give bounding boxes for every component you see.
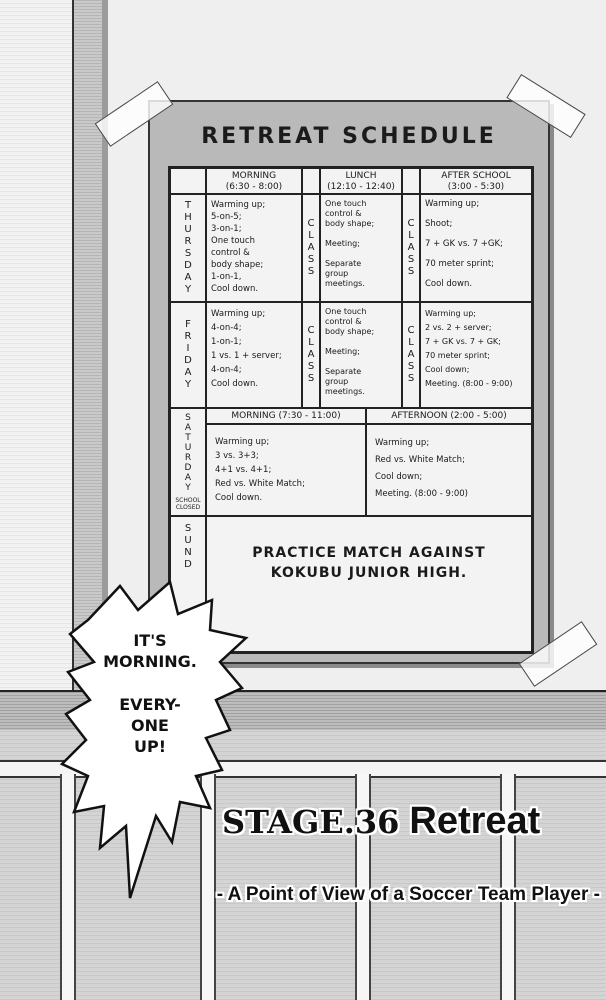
- thursday-afterschool: Warming up; Shoot; 7 + GK vs. 7 +GK; 70 …: [420, 194, 532, 302]
- post: [60, 774, 76, 1000]
- header-class-gap: [302, 168, 320, 194]
- pillar-shadow: [102, 0, 108, 700]
- saturday-afternoon-header: AFTERNOON (2:00 - 5:00): [366, 408, 532, 424]
- header-lunch: LUNCH (12:10 - 12:40): [320, 168, 402, 194]
- saturday-morning-header: MORNING (7:30 - 11:00): [206, 408, 366, 424]
- practice-match-notice: PRACTICE MATCH AGAINST KOKUBU JUNIOR HIG…: [206, 516, 532, 652]
- header-class-gap: [402, 168, 420, 194]
- speech-balloon-text: IT'S MORNING. EVERY- ONE UP!: [103, 631, 197, 756]
- schedule-poster: RETREAT SCHEDULE MORNING (6:30 - 8:00) L…: [148, 100, 550, 664]
- header-afterschool: AFTER SCHOOL (3:00 - 5:30): [420, 168, 532, 194]
- post: [200, 774, 216, 1000]
- school-closed-note: SCHOOL: [175, 497, 201, 504]
- friday-morning: Warming up;4-on-4;1-on-1;1 vs. 1 + serve…: [206, 302, 302, 408]
- saturday-morning: Warming up;3 vs. 3+3;4+1 vs. 4+1;Red vs.…: [206, 424, 366, 516]
- schedule-table: MORNING (6:30 - 8:00) LUNCH (12:10 - 12:…: [168, 166, 534, 654]
- post: [500, 774, 516, 1000]
- header-morning: MORNING (6:30 - 8:00): [206, 168, 302, 194]
- post: [355, 774, 371, 1000]
- pillar: [72, 0, 104, 700]
- speech-balloon: [60, 580, 249, 899]
- left-wall-strip: [0, 0, 72, 700]
- chapter-name: Retreat: [409, 800, 541, 842]
- stage-number: STAGE.36: [222, 803, 400, 841]
- saturday-afternoon: Warming up;Red vs. White Match;Cool down…: [366, 424, 532, 516]
- corner-cell: [170, 168, 206, 194]
- friday-afterschool: Warming up;2 vs. 2 + server;7 + GK vs. 7…: [420, 302, 532, 408]
- poster-title: RETREAT SCHEDULE: [201, 124, 497, 149]
- chapter-subtitle: - A Point of View of a Soccer Team Playe…: [216, 884, 600, 905]
